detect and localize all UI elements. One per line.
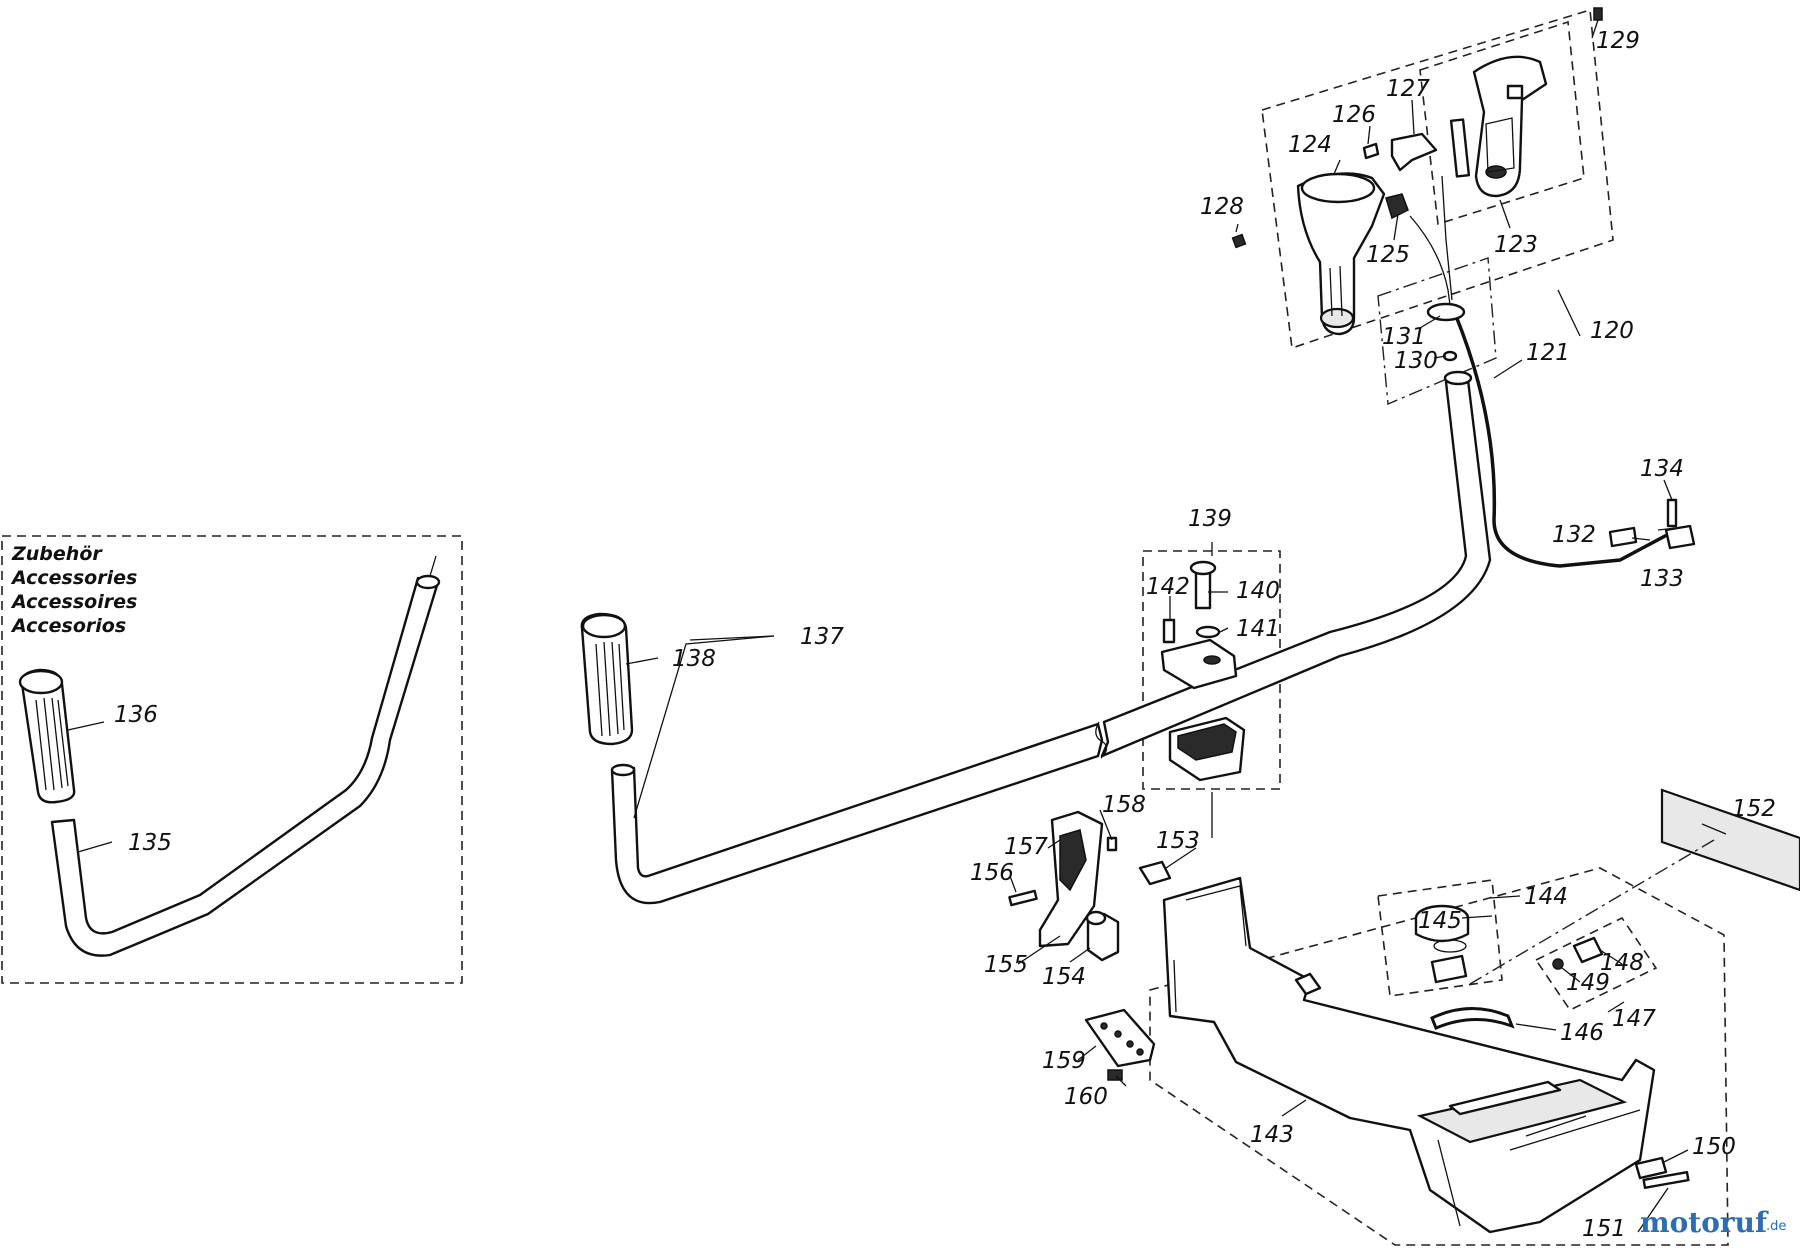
part-132-connector — [1608, 526, 1638, 548]
part-126-spring — [1362, 142, 1380, 160]
part-label: 133 — [1640, 566, 1684, 592]
part-label: 131 — [1382, 324, 1426, 350]
part-label: 146 — [1560, 1020, 1604, 1046]
part-label: 126 — [1332, 102, 1376, 128]
part-152-strip — [1660, 788, 1800, 892]
clamp-top — [1160, 638, 1238, 690]
box-121 — [1377, 257, 1497, 406]
watermark-brand: motoruf — [1640, 1206, 1769, 1239]
box-143 — [1149, 867, 1729, 1246]
part-label: 125 — [1366, 242, 1410, 268]
part-label: 121 — [1526, 340, 1570, 366]
part-label: 132 — [1552, 522, 1596, 548]
part-label: 137 — [800, 624, 844, 650]
part-123-handle-half — [1472, 55, 1548, 198]
part-label: 153 — [1156, 828, 1200, 854]
part-141-washer — [1195, 625, 1221, 639]
box-144 — [1377, 879, 1503, 997]
part-label: 143 — [1250, 1122, 1294, 1148]
part-label: 140 — [1236, 578, 1280, 604]
part-label: 160 — [1064, 1084, 1108, 1110]
part-149-ring — [1552, 958, 1564, 970]
part-125-switch — [1385, 193, 1409, 220]
accessories-line: Accessories — [10, 567, 137, 589]
part-label: 136 — [114, 702, 158, 728]
part-label: 150 — [1692, 1134, 1736, 1160]
part-label: 124 — [1288, 132, 1332, 158]
part-label: 145 — [1418, 908, 1462, 934]
part-153-plate — [1138, 860, 1172, 886]
part-label: 159 — [1042, 1048, 1086, 1074]
part-151-pin — [1642, 1171, 1690, 1189]
main-handlebar — [580, 370, 1492, 905]
accessories-line: Zubehör — [11, 543, 103, 565]
box-147 — [1534, 916, 1658, 1012]
leader-lines — [67, 19, 1727, 1233]
part-159-plate — [1084, 1008, 1156, 1068]
throttle-cable — [1426, 302, 1696, 568]
part-148-filter — [1572, 936, 1604, 964]
box-123 — [1419, 20, 1585, 226]
part-label: 152 — [1732, 796, 1776, 822]
accessory-handle-assembly — [18, 555, 441, 957]
part-label: 120 — [1590, 318, 1634, 344]
part-label: 127 — [1386, 76, 1430, 102]
part-label: 134 — [1640, 456, 1684, 482]
part-128-screw — [1231, 233, 1247, 249]
part-129-screw — [1593, 7, 1603, 21]
part-label: 157 — [1004, 834, 1048, 860]
part-160-screw — [1107, 1069, 1123, 1081]
part-127-trigger — [1390, 132, 1438, 172]
part-number-labels: 120 121 123 124 125 126 127 128 129 130 … — [114, 28, 1776, 1242]
part-label: 149 — [1566, 970, 1610, 996]
part-143-housing — [1162, 876, 1656, 1234]
part-label: 142 — [1146, 574, 1190, 600]
accessories-box — [1, 535, 463, 984]
part-150-nut — [1634, 1156, 1668, 1180]
part-label: 139 — [1188, 506, 1232, 532]
part-label: 123 — [1494, 232, 1538, 258]
assembly-boxes — [1, 8, 1729, 1246]
tube-slit — [429, 555, 437, 577]
main-housing — [1162, 876, 1690, 1234]
part-label: 141 — [1236, 616, 1280, 642]
part-label: 129 — [1596, 28, 1640, 54]
part-label: 148 — [1600, 950, 1644, 976]
part-158-screw — [1106, 836, 1118, 852]
part-label: 144 — [1524, 884, 1568, 910]
part-label: 128 — [1200, 194, 1244, 220]
part-label: 147 — [1612, 1006, 1656, 1032]
part-156-screw — [1008, 889, 1038, 907]
part-146-hose — [1430, 1006, 1515, 1030]
box-120 — [1261, 8, 1614, 350]
part-137-handlebar-tube — [610, 722, 1104, 905]
part-label: 156 — [970, 860, 1014, 886]
part-label: 151 — [1582, 1216, 1626, 1242]
part-label: 158 — [1102, 792, 1146, 818]
part-124-handle-shell — [1296, 172, 1386, 336]
tube-end — [415, 574, 441, 590]
part-134-screw — [1666, 498, 1678, 528]
control-handle — [1231, 7, 1603, 336]
fuel-cap-assembly — [1414, 904, 1604, 1030]
part-133-clip — [1664, 524, 1696, 550]
watermark-suffix: .de — [1766, 1219, 1786, 1234]
accessories-line: Accessoires — [10, 591, 137, 613]
clamp-assembly — [1160, 560, 1246, 838]
accessories-line: Accesorios — [10, 615, 126, 637]
part-label: 154 — [1042, 964, 1086, 990]
part-label: 138 — [672, 646, 716, 672]
part-label: 130 — [1394, 348, 1438, 374]
accessories-label: Zubehör Accessories Accessoires Accesori… — [10, 543, 137, 637]
part-131-ring — [1426, 302, 1466, 322]
part-label: 155 — [984, 952, 1028, 978]
part-label: 135 — [128, 830, 172, 856]
part-142-screw — [1162, 618, 1176, 644]
bracket-assembly — [1008, 810, 1172, 1081]
watermark-logo: motoruf .de — [1640, 1206, 1786, 1239]
